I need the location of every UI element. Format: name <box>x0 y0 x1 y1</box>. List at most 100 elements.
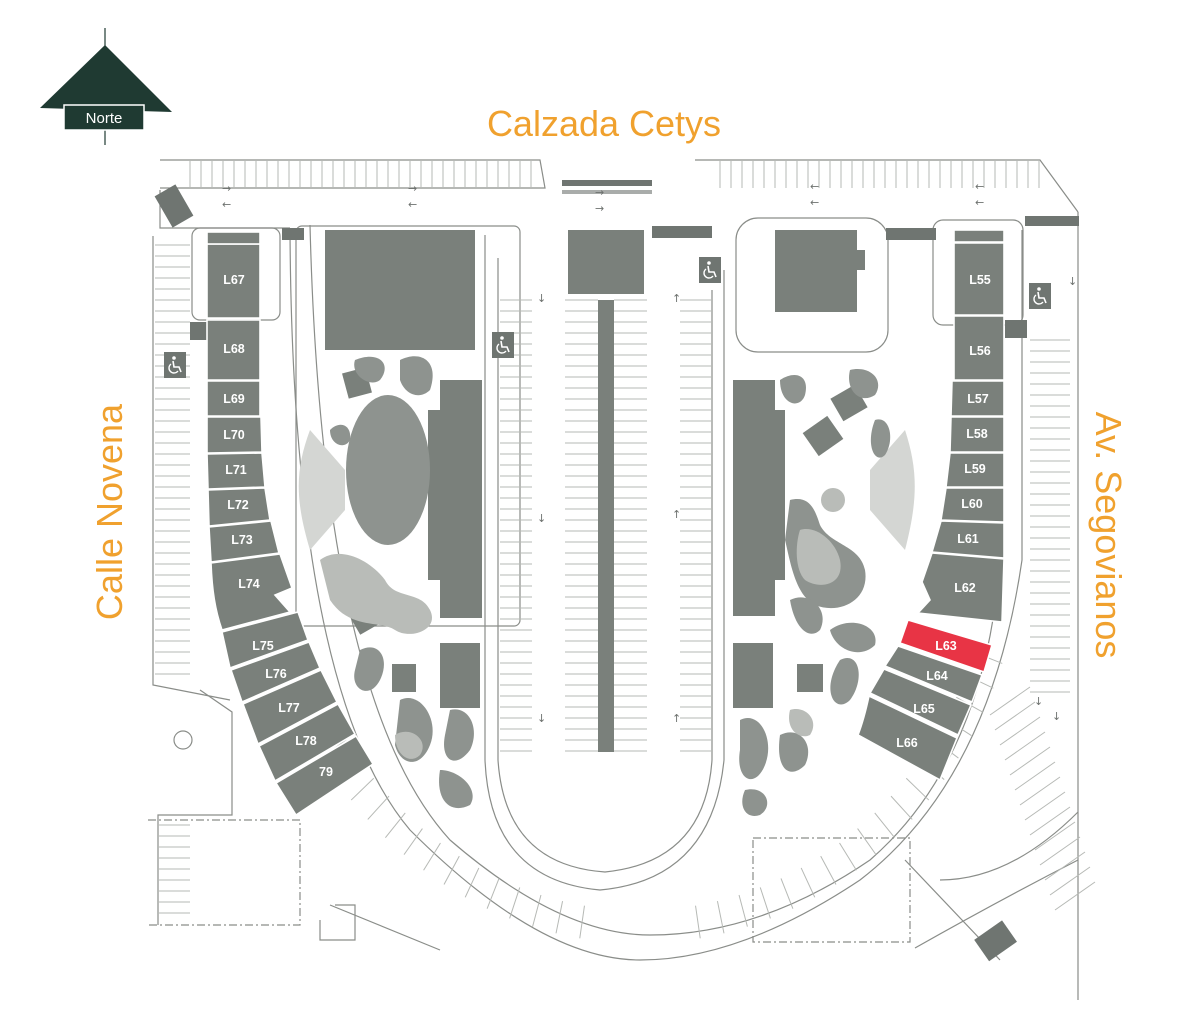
parking-stall-line <box>999 716 1041 746</box>
lot-L65[interactable]: L65 <box>868 667 973 737</box>
commercial-lots: L67 L68 L69 L70 L71 L72 L73 L74 <box>206 229 1005 817</box>
parking-stall-line <box>780 878 794 909</box>
parking-stall-line <box>385 812 406 838</box>
svg-text:←: ← <box>810 196 819 209</box>
parking-stall-line <box>350 777 375 801</box>
parking-stall-line <box>695 905 701 939</box>
parking-stall-line <box>443 855 460 885</box>
lot-L73[interactable]: L73 <box>208 520 280 563</box>
parking-stall-line <box>1054 881 1096 911</box>
lot-L55[interactable]: L55 <box>953 229 1005 316</box>
lot-L62[interactable]: L62 <box>916 552 1005 623</box>
lot-L61[interactable]: L61 <box>930 520 1005 559</box>
parking-stall-line <box>1004 731 1046 761</box>
lot-79[interactable]: 79 <box>274 734 375 817</box>
parking-stall-line <box>1024 791 1066 821</box>
parking-stall-line <box>1039 836 1081 866</box>
svg-text:↓: ↓ <box>537 292 546 305</box>
parking-stall-line <box>579 905 585 939</box>
lot-L59[interactable]: L59 <box>945 452 1005 488</box>
svg-text:L55: L55 <box>969 273 991 287</box>
parking-stall-line <box>403 828 423 855</box>
svg-text:↓: ↓ <box>1068 275 1077 288</box>
svg-text:L57: L57 <box>967 392 989 406</box>
parking-stall-line <box>486 878 500 909</box>
lot-L72[interactable]: L72 <box>207 487 271 527</box>
svg-text:←: ← <box>810 180 819 193</box>
street-label-east: Av. Segovianos <box>1088 412 1129 659</box>
svg-text:79: 79 <box>319 765 333 779</box>
lot-L68[interactable]: L68 <box>206 319 261 381</box>
lot-L70[interactable]: L70 <box>206 416 263 454</box>
parking-stall-line <box>759 887 771 919</box>
svg-text:L65: L65 <box>913 702 935 716</box>
parking-stall-line <box>989 686 1031 716</box>
lot-L75[interactable]: L75 <box>221 611 310 670</box>
svg-text:←: ← <box>975 196 984 209</box>
buildings <box>325 230 868 752</box>
svg-text:L62: L62 <box>954 581 976 595</box>
lot-L57[interactable]: L57 <box>950 380 1005 417</box>
lot-L60[interactable]: L60 <box>940 487 1005 523</box>
svg-text:L74: L74 <box>238 577 260 591</box>
parking-stall-line <box>716 900 725 934</box>
north-arrow-icon: Norte <box>40 28 172 145</box>
lot-L67[interactable]: L67 <box>206 231 261 319</box>
lot-L64[interactable]: L64 <box>883 645 984 704</box>
parking-stall-line <box>905 777 930 801</box>
lot-L58[interactable]: L58 <box>949 416 1005 453</box>
svg-text:↓: ↓ <box>537 512 546 525</box>
svg-text:→: → <box>595 202 604 215</box>
parking-stall-line <box>1019 776 1061 806</box>
parking-stall-line <box>423 842 441 871</box>
lot-L66[interactable]: L66 <box>857 694 959 782</box>
svg-text:→: → <box>222 182 231 195</box>
crosswalks <box>154 180 1079 962</box>
svg-text:↓: ↓ <box>537 712 546 725</box>
svg-text:L76: L76 <box>265 667 287 681</box>
parking-stall-line <box>1034 821 1076 851</box>
parking-stall-line <box>509 887 521 919</box>
street-label-west: Calle Novena <box>89 403 130 620</box>
svg-text:←: ← <box>408 198 417 211</box>
parking-stalls <box>155 160 1096 939</box>
svg-text:L69: L69 <box>223 392 245 406</box>
parking-stall-line <box>555 900 564 934</box>
svg-text:↑: ↑ <box>672 292 681 305</box>
parking-stall-line <box>1029 806 1071 836</box>
parking-stall-line <box>1049 866 1091 896</box>
svg-text:←: ← <box>222 198 231 211</box>
svg-text:L73: L73 <box>231 533 253 547</box>
svg-text:L64: L64 <box>926 669 948 683</box>
svg-text:L77: L77 <box>278 701 300 715</box>
lot-L74[interactable]: L74 <box>210 553 294 631</box>
parking-stall-line <box>857 828 877 855</box>
parking-stall-line <box>839 842 857 871</box>
parking-stall-line <box>1044 851 1086 881</box>
parking-stall-line <box>464 867 480 898</box>
lot-L78[interactable]: L78 <box>257 702 357 783</box>
parking-stall-line <box>874 812 895 838</box>
svg-text:↑: ↑ <box>672 508 681 521</box>
parking-stall-line <box>532 894 542 927</box>
svg-text:L58: L58 <box>966 427 988 441</box>
lot-L63[interactable]: L63 <box>898 619 993 674</box>
traffic-arrows: → ← → ← → → ← ← ← ← ↓ ↓ ↓ ↑ ↑ ↑ ↓ ↓ ↓ <box>222 180 1077 725</box>
svg-text:L67: L67 <box>223 273 245 287</box>
parking-stall-line <box>738 894 748 927</box>
parking-stall-line <box>800 867 816 898</box>
svg-text:L71: L71 <box>225 463 247 477</box>
parking-stall-line <box>994 701 1036 731</box>
svg-text:L78: L78 <box>295 734 317 748</box>
lot-L71[interactable]: L71 <box>206 452 266 490</box>
lot-L76[interactable]: L76 <box>229 640 322 704</box>
lot-L56[interactable]: L56 <box>953 315 1005 381</box>
lot-L77[interactable]: L77 <box>241 668 339 746</box>
svg-text:L61: L61 <box>957 532 979 546</box>
lot-L69[interactable]: L69 <box>206 380 261 417</box>
svg-text:L72: L72 <box>227 498 249 512</box>
svg-text:L56: L56 <box>969 344 991 358</box>
svg-text:→: → <box>408 182 417 195</box>
svg-text:↓: ↓ <box>1034 695 1043 708</box>
